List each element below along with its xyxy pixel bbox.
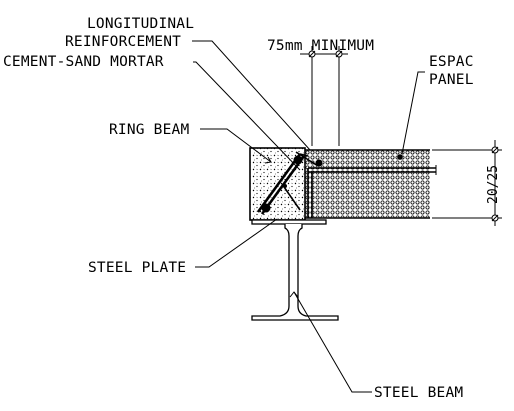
ring-beam	[249, 147, 309, 221]
label-panel: PANEL	[429, 72, 474, 88]
espac-panel	[295, 149, 437, 219]
label-longitudinal: LONGITUDINAL	[87, 16, 194, 32]
label-thickness: 20/25	[486, 165, 501, 204]
label-steel-beam: STEEL BEAM	[374, 385, 463, 401]
label-espac: ESPAC	[429, 54, 474, 70]
rebar-dot-bottom	[261, 203, 271, 213]
label-reinforcement: REINFORCEMENT	[65, 34, 181, 50]
label-steel-plate: STEEL PLATE	[88, 260, 186, 276]
dimension-75mm	[300, 46, 348, 146]
rebar-dot-top	[293, 155, 303, 165]
label-ring-beam: RING BEAM	[109, 122, 189, 138]
steel-plate	[251, 219, 327, 225]
panel-marker-dot	[397, 154, 403, 160]
dimension-thickness	[432, 140, 502, 226]
label-75mm-minimum: 75mm MINIMUM	[267, 38, 374, 54]
leader-lines	[192, 40, 425, 393]
label-cement-sand-mortar: CEMENT-SAND MORTAR	[3, 54, 164, 70]
steel-i-beam	[251, 224, 339, 321]
